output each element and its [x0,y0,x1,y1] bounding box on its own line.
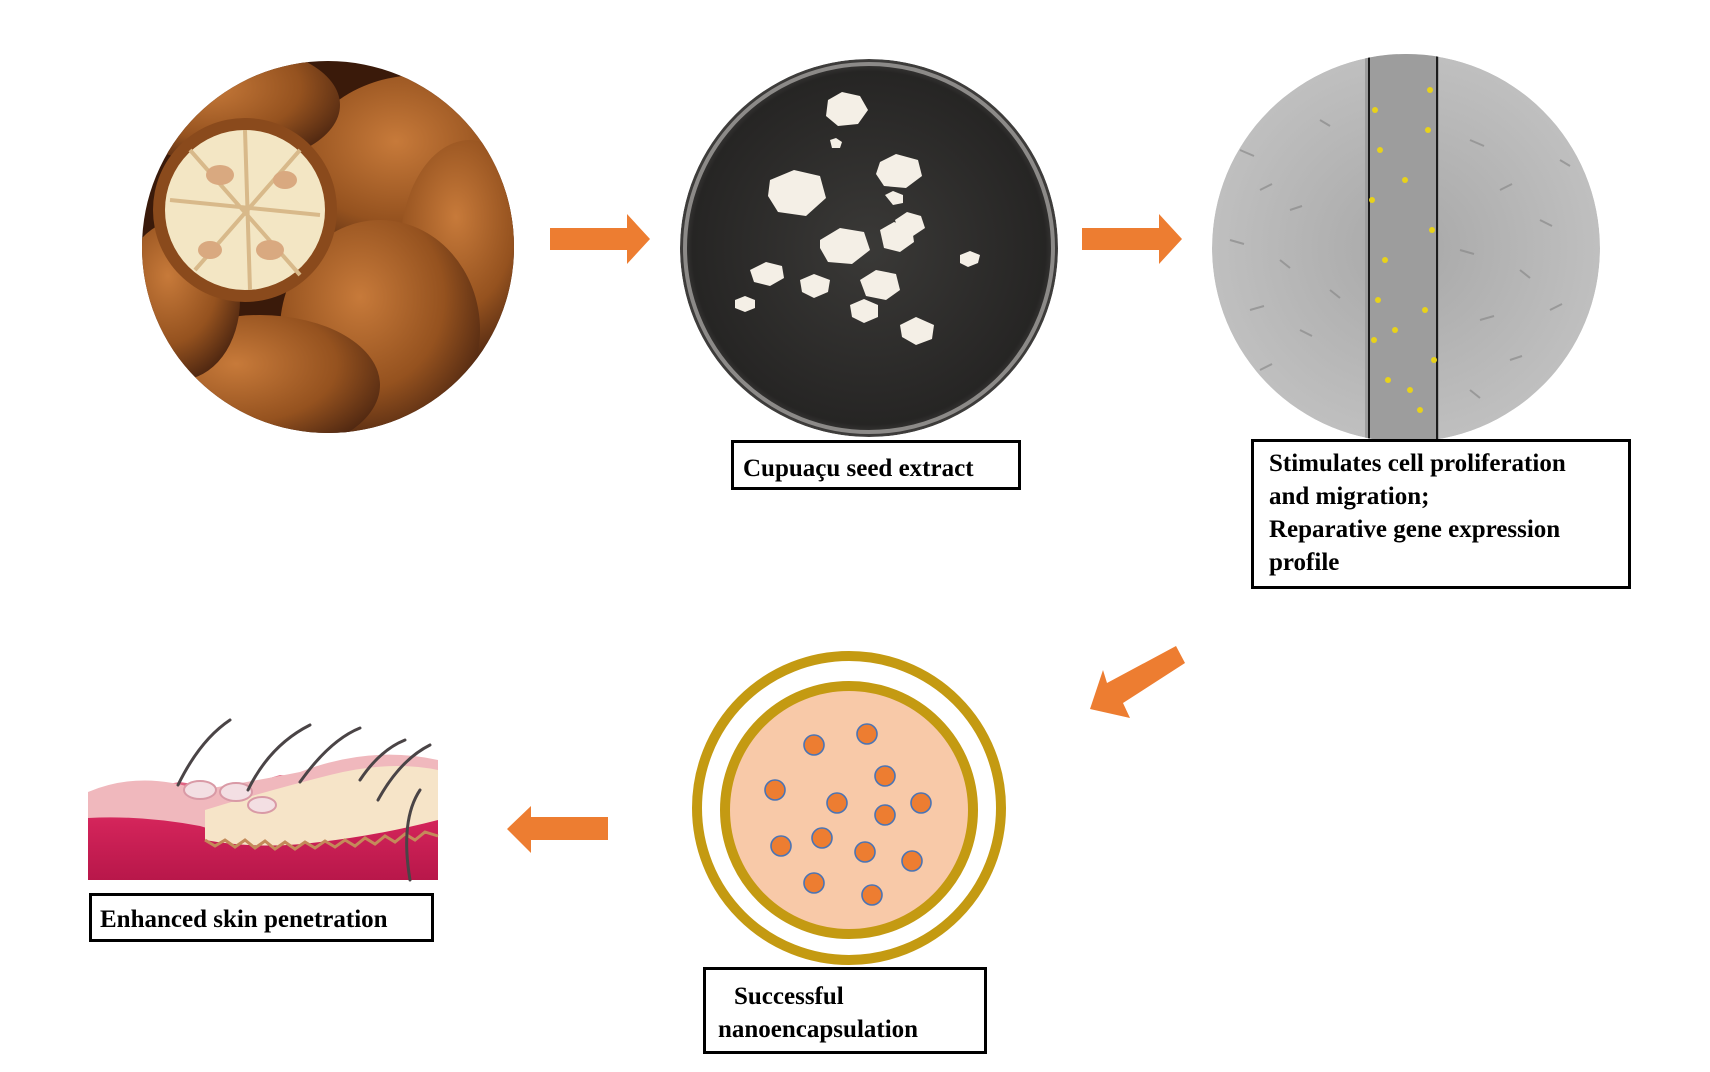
label-seed-extract: Cupuaçu seed extract [731,440,1021,490]
skin-illustration [88,718,439,882]
cell-micrograph [1212,54,1600,442]
label-nanoencapsulation: Successful nanoencapsulation [703,967,987,1054]
label-skin-penetration: Enhanced skin penetration [89,893,434,942]
arrow-cells-to-capsule [1090,646,1185,718]
seed-extract-photo [680,59,1058,437]
arrow-capsule-to-skin [507,806,608,853]
arrow-fruit-to-extract [550,214,650,264]
label-cell-effects-line-1: Stimulates cell proliferation [1269,450,1566,477]
label-cell-effects-line-3: Reparative gene expression [1269,516,1561,543]
label-cell-effects-line-4: profile [1269,549,1340,576]
nanocapsule-graphic [692,651,1006,965]
label-cell-effects: Stimulates cell proliferation and migrat… [1251,439,1631,589]
label-cell-effects-line-2: and migration; [1269,483,1430,510]
label-nanoencapsulation-line-2: nanoencapsulation [718,1016,919,1043]
arrow-extract-to-cells [1082,214,1182,264]
label-skin-penetration-text: Enhanced skin penetration [100,906,388,933]
label-seed-extract-text: Cupuaçu seed extract [743,455,974,482]
fruit-photo [142,61,514,433]
label-nanoencapsulation-line-1: Successful [734,983,844,1010]
